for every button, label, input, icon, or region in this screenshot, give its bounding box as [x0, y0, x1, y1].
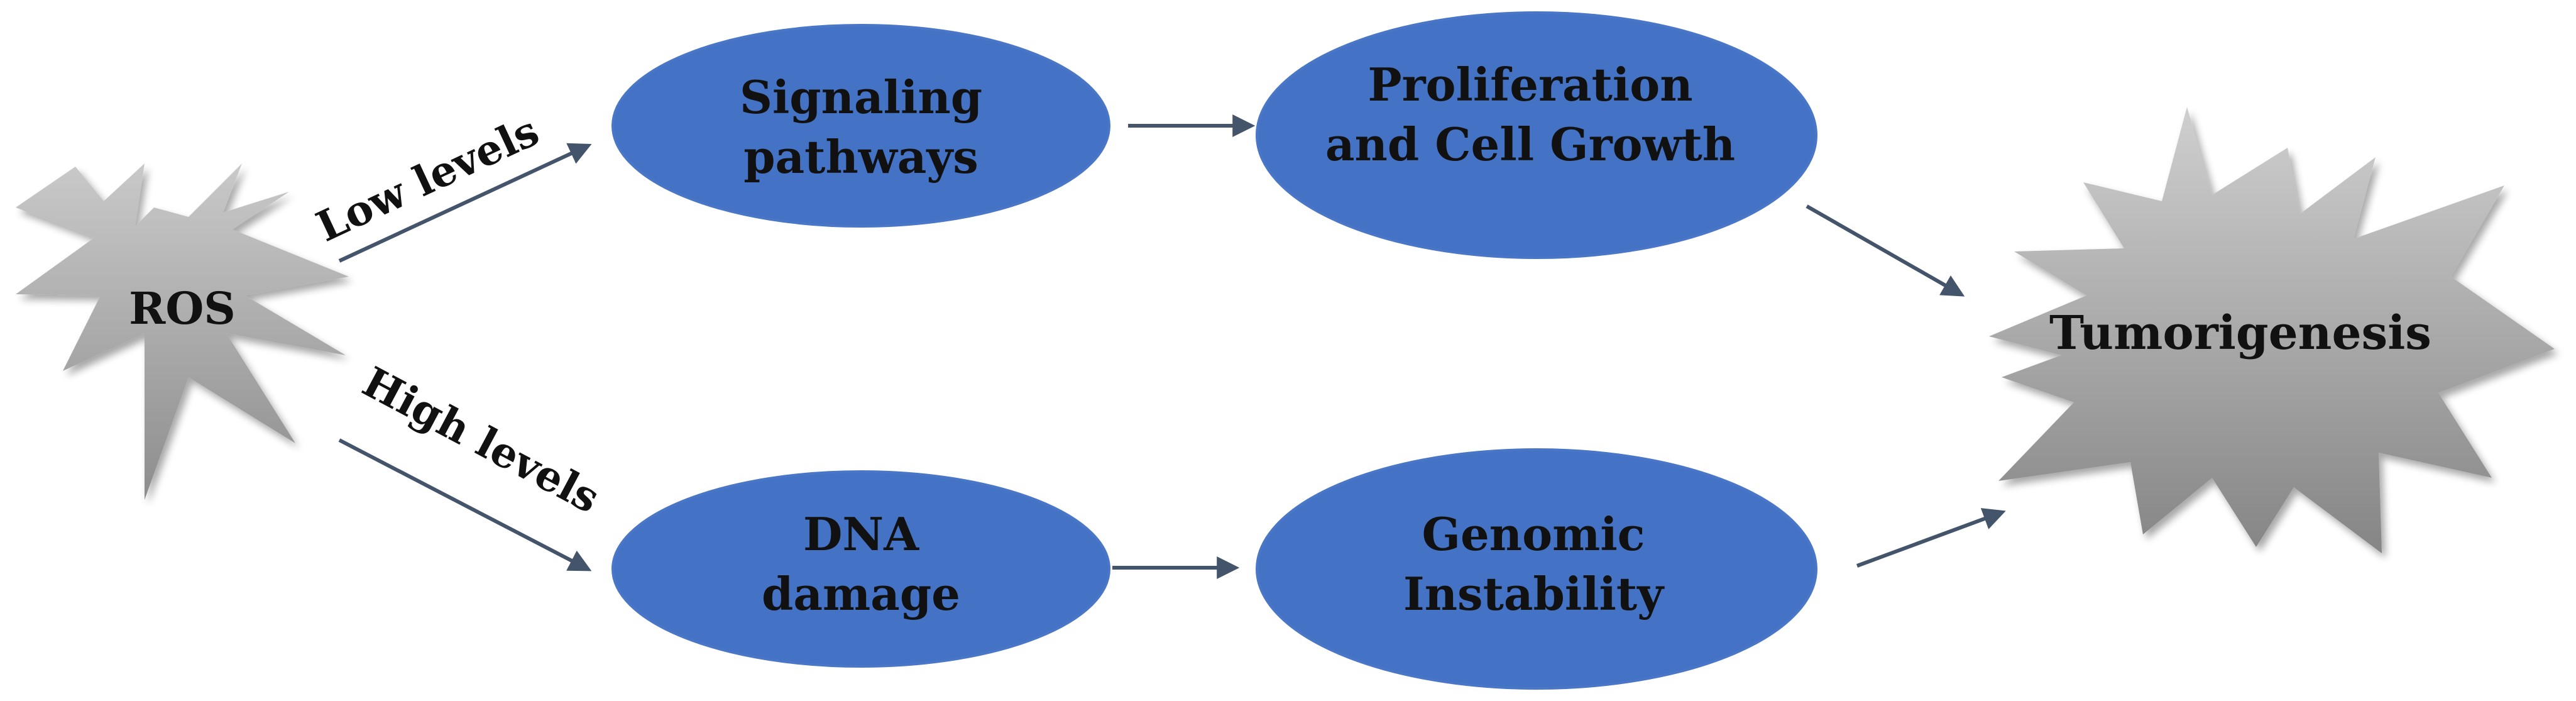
- dna-damage-label-line2: damage: [762, 567, 960, 621]
- genomic-instability-node: Genomic Instability: [1256, 448, 1817, 690]
- signaling-ellipse: [611, 24, 1110, 228]
- proliferation-label-line2: and Cell Growth: [1325, 118, 1735, 171]
- tumorigenesis-label: Tumorigenesis: [2049, 306, 2431, 360]
- proliferation-node: Proliferation and Cell Growth: [1256, 11, 1817, 259]
- low-levels-label: Low levels: [309, 106, 546, 251]
- signaling-label-line1: Signaling: [740, 70, 982, 124]
- ros-starburst: ROS: [16, 163, 349, 500]
- genomic-instability-label-line1: Genomic: [1422, 507, 1645, 561]
- genomic-instability-ellipse: [1256, 448, 1817, 690]
- arrow-proliferation-to-tumorigenesis: [1806, 204, 1965, 297]
- tumorigenesis-star-shape: [1989, 107, 2555, 553]
- proliferation-ellipse: [1256, 11, 1817, 259]
- arrow-ros-to-signaling: [338, 143, 592, 263]
- dna-damage-node: DNA damage: [611, 470, 1110, 668]
- dna-damage-ellipse: [611, 470, 1110, 668]
- signaling-node: Signaling pathways: [611, 24, 1110, 228]
- arrows: [338, 114, 2006, 579]
- high-levels-label: High levels: [355, 357, 608, 522]
- tumorigenesis-starburst: Tumorigenesis: [1989, 107, 2555, 553]
- arrow-genomic-to-tumorigenesis: [1856, 508, 2006, 568]
- proliferation-label-line1: Proliferation: [1367, 58, 1692, 111]
- genomic-instability-label-line2: Instability: [1403, 567, 1665, 621]
- signaling-label-line2: pathways: [743, 130, 978, 184]
- dna-damage-label-line1: DNA: [803, 507, 919, 561]
- arrow-ros-to-dna: [338, 438, 592, 571]
- ros-star-shape: [16, 163, 349, 500]
- ros-label: ROS: [129, 282, 236, 334]
